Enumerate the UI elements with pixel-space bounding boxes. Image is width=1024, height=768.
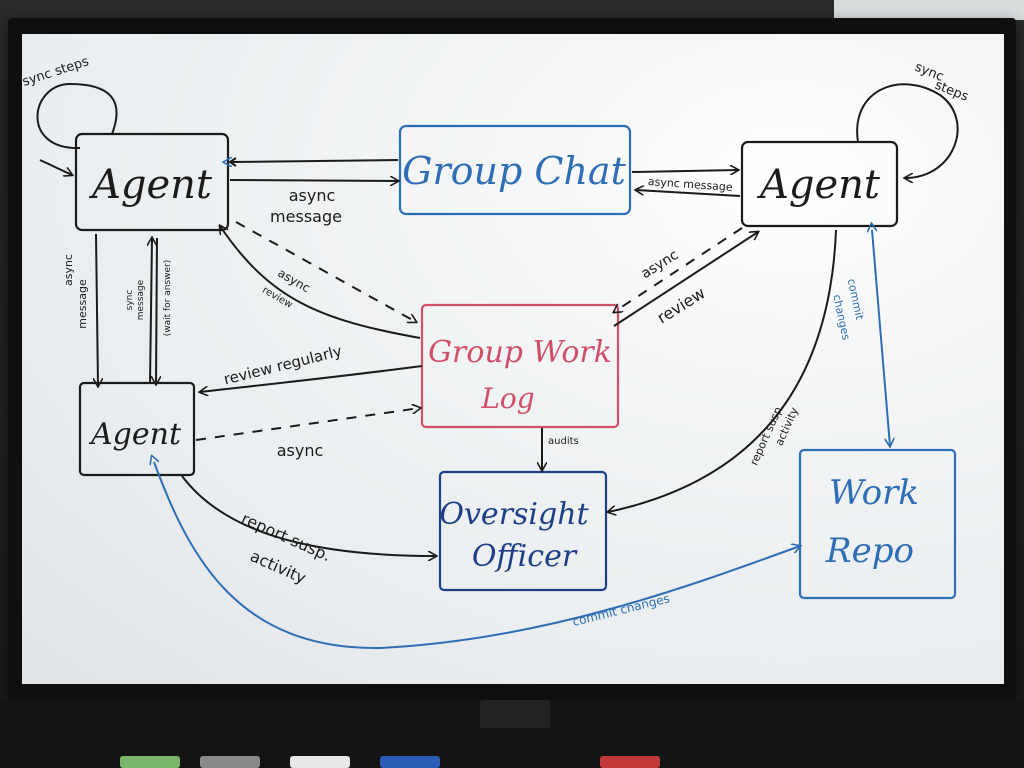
label-commit-changes-bottom: commit changes (571, 591, 671, 629)
label-review-regularly: review regularly (222, 342, 344, 389)
arrow-agent-bl-commit-repo (154, 462, 800, 650)
work-repo-title-line2: Repo (825, 531, 914, 571)
oversight-officer-title-line2: Officer (472, 539, 578, 574)
arrow-agent-sync-message-down (156, 237, 157, 384)
marker-gray (200, 756, 260, 768)
arrow-agent-sync-message-up (150, 238, 152, 385)
arrow-log-review-to-agent-tl (220, 226, 421, 339)
label-sync-message-vertical-line1: sync (125, 290, 135, 311)
group-work-log-title-line1: Group Work (428, 335, 612, 370)
arrow-agent-async-message-down (96, 233, 98, 386)
agent-top-left-title: Agent (88, 162, 213, 208)
label-async-message-center-line2: message (270, 207, 342, 226)
arrow-log-review-to-agent-tr (613, 232, 758, 327)
marker-red (600, 756, 660, 768)
label-async-message-center-line1: async (289, 186, 336, 205)
label-async-message-vertical-line1: async (62, 254, 75, 286)
sync-steps-right-loop (856, 83, 959, 178)
group-work-log-title-line2: Log (480, 382, 534, 415)
arrow-agent-bl-async-to-log (195, 408, 420, 441)
arrow-agent-right-to-chat (636, 190, 741, 197)
work-repo-title-line1: Work (829, 473, 919, 513)
marker-green (120, 756, 180, 768)
label-async-review-right-line2: review (654, 283, 709, 327)
arrow-chat-to-agent-right (631, 170, 738, 172)
background-window (834, 0, 1024, 20)
oversight-officer-title-line1: Oversight (439, 497, 589, 532)
agent-top-right-box (740, 140, 899, 228)
label-sync-steps-right-line2: steps (933, 78, 971, 105)
agent-top-left-box (74, 132, 230, 232)
label-async-message-vertical-line2: message (76, 279, 89, 329)
agent-top-right-title: Agent (756, 162, 881, 208)
arrow-agent-tl-async-to-log (235, 221, 416, 322)
label-sync-message-vertical-line3: (wait for answer) (163, 260, 173, 337)
sync-steps-left-loop (36, 82, 118, 150)
agent-bottom-left-box (78, 381, 196, 477)
arrow-agent-tr-async-to-log (614, 227, 743, 312)
label-async-message-right: async message (647, 175, 733, 194)
group-chat-title: Group Chat (402, 149, 626, 193)
label-sync-message-vertical-line2: message (136, 279, 146, 320)
sync-steps-left-arrowhead (39, 159, 72, 175)
agent-bottom-left-title: Agent (88, 417, 182, 452)
marker-blue (380, 756, 440, 768)
arrow-agent-tr-commit-repo (872, 230, 890, 446)
arrow-agent-to-chat-bottom (229, 180, 398, 181)
label-async-review-right-line1: async (638, 247, 681, 282)
arrow-log-review-regularly (200, 365, 423, 392)
group-chat-box (398, 124, 632, 216)
marker-white (290, 756, 350, 768)
label-audits: audits (548, 436, 579, 447)
arrowhead-chat-to-agent (228, 157, 237, 167)
arrow-agent-to-chat-top (230, 160, 399, 162)
label-async-bottom: async (277, 441, 324, 460)
